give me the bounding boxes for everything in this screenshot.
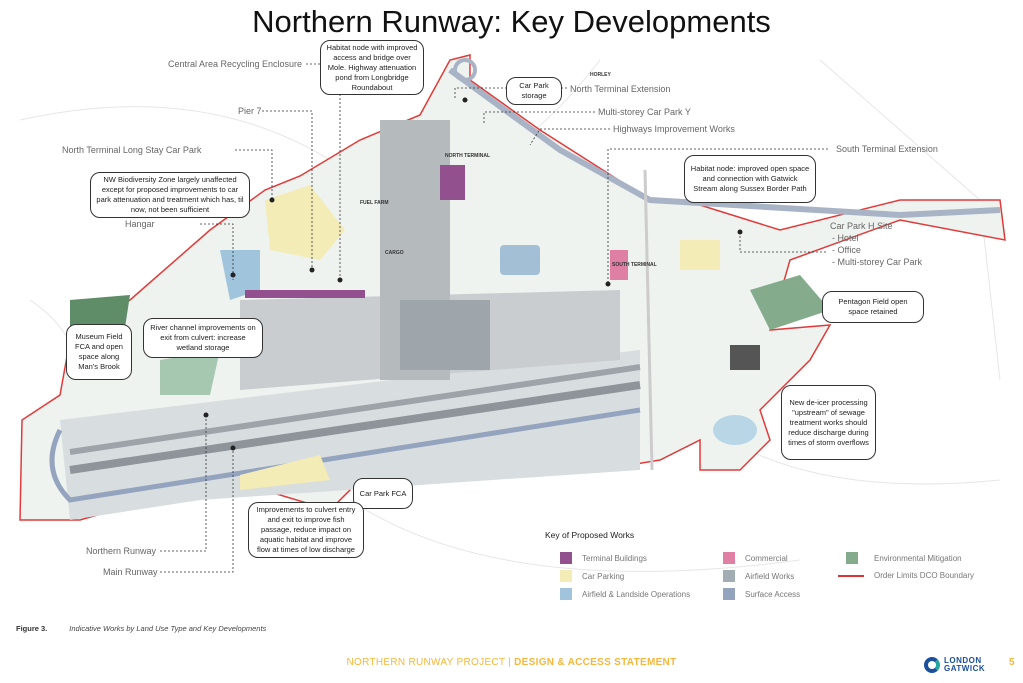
northern-runway <box>69 364 641 455</box>
label-st-extension: South Terminal Extension <box>836 144 938 154</box>
legend-item: Environmental Mitigation <box>846 552 962 564</box>
callout-deicer: New de-icer processing "upstream" of sew… <box>781 385 876 460</box>
car-park-h-item: - Multi-storey Car Park <box>832 257 923 267</box>
legend-item: Terminal Buildings <box>560 552 647 564</box>
label-msc-y: Multi-storey Car Park Y <box>598 107 691 117</box>
logo-line2: GATWICK <box>944 664 986 673</box>
callout-car-park-fca: Car Park FCA <box>353 478 413 509</box>
boundary-line-icon <box>838 574 864 577</box>
figure-text: Indicative Works by Land Use Type and Ke… <box>69 624 267 633</box>
legend-label: Order Limits DCO Boundary <box>874 571 975 580</box>
legend-label: Environmental Mitigation <box>874 553 962 563</box>
main-runway <box>69 381 641 474</box>
swatch-icon <box>723 552 735 564</box>
map-label-fuel-farm: FUEL FARM <box>360 200 389 206</box>
swatch-icon <box>723 570 735 582</box>
callout-pentagon-field: Pentagon Field open space retained <box>822 291 924 323</box>
legend-label: Terminal Buildings <box>582 553 647 563</box>
figure-caption: Figure 3. Indicative Works by Land Use Ty… <box>16 624 266 633</box>
map-label-horley: HORLEY <box>590 72 611 78</box>
legend-label: Commercial <box>745 553 788 563</box>
callout-habitat-mole: Habitat node with improved access and br… <box>320 40 424 95</box>
map-label-south-terminal: SOUTH TERMINAL <box>612 262 657 268</box>
legend-item: Car Parking <box>560 570 624 582</box>
label-hangar: Hangar <box>125 219 155 229</box>
page-number: 5 <box>1009 657 1015 668</box>
callout-habitat-gatwick-stream: Habitat node: improved open space and co… <box>684 155 816 203</box>
legend-label: Airfield & Landside Operations <box>582 589 691 599</box>
legend-item: Surface Access <box>723 588 800 600</box>
label-main-runway: Main Runway <box>103 567 158 577</box>
car-park-h-item: - Hotel <box>832 233 859 243</box>
callout-nw-biodiversity: NW Biodiversity Zone largely unaffected … <box>90 172 250 218</box>
callout-river-channel: River channel improvements on exit from … <box>143 318 263 358</box>
swatch-icon <box>560 588 572 600</box>
car-park-h-item: - Office <box>832 245 861 255</box>
swatch-icon <box>723 588 735 600</box>
legend-title: Key of Proposed Works <box>545 530 635 540</box>
map-label-cargo: CARGO <box>385 250 404 256</box>
legend-label: Airfield Works <box>745 571 795 581</box>
callout-culvert: Improvements to culvert entry and exit t… <box>248 502 364 558</box>
swatch-icon <box>560 570 572 582</box>
logo-line1: LONDON <box>944 656 982 665</box>
label-northern-runway: Northern Runway <box>86 546 157 556</box>
map-label-north-terminal: NORTH TERMINAL <box>445 153 490 159</box>
legend-item: Airfield & Landside Operations <box>560 588 690 600</box>
legend-item: Order Limits DCO Boundary <box>838 571 974 580</box>
airport-map <box>19 54 1006 573</box>
footer-title: NORTHERN RUNWAY PROJECT | DESIGN & ACCES… <box>0 657 1023 668</box>
pentagon-field <box>750 275 830 330</box>
highway <box>448 67 1001 219</box>
figure-number: Figure 3. <box>16 624 48 633</box>
label-nt-extension: North Terminal Extension <box>570 84 671 94</box>
label-highways: Highways Improvement Works <box>613 124 735 134</box>
label-recycling-enclosure: Central Area Recycling Enclosure <box>168 59 303 69</box>
footer-doc: DESIGN & ACCESS STATEMENT <box>514 657 677 668</box>
legend-item: Airfield Works <box>723 570 794 582</box>
legend-label: Car Parking <box>582 571 625 581</box>
swatch-icon <box>846 552 858 564</box>
gatwick-logo-icon <box>924 657 940 673</box>
callout-museum-field: Museum Field FCA and open space along Ma… <box>66 324 132 380</box>
car-parking-area <box>265 185 345 260</box>
car-park-h-title: Car Park H Site <box>830 221 893 231</box>
swatch-icon <box>560 552 572 564</box>
label-nt-long-stay: North Terminal Long Stay Car Park <box>62 145 202 155</box>
legend-item: Commercial <box>723 552 788 564</box>
label-car-park-h: Car Park H Site - Hotel - Office - Multi… <box>830 220 922 268</box>
page-title: Northern Runway: Key Developments <box>252 4 771 39</box>
footer-project: NORTHERN RUNWAY PROJECT | <box>346 657 515 668</box>
label-pier-7: Pier 7 <box>238 106 262 116</box>
callout-car-park-storage: Car Park storage <box>506 77 562 105</box>
legend-label: Surface Access <box>745 589 801 599</box>
